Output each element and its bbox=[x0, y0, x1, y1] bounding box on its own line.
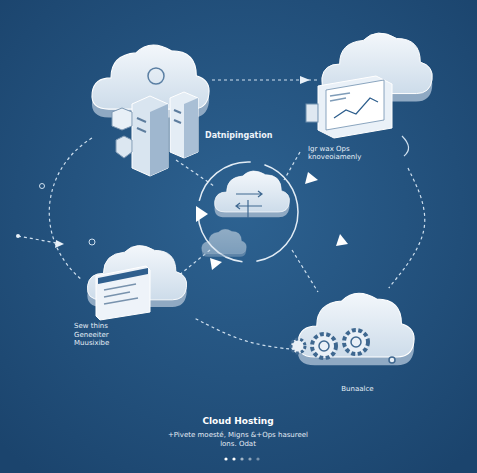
refresh-arrow bbox=[402, 136, 409, 156]
window bbox=[96, 266, 150, 320]
dashed-line bbox=[49, 138, 92, 280]
title-bar bbox=[98, 268, 148, 284]
arrowhead bbox=[336, 234, 348, 246]
monitor-frame bbox=[318, 76, 392, 138]
dashed-connector bbox=[389, 168, 425, 288]
dot bbox=[232, 457, 235, 460]
arrowheads bbox=[16, 76, 310, 248]
cloud-node: Sew thins Geneeiter Muusixibe bbox=[68, 240, 195, 352]
user-icon bbox=[148, 68, 164, 84]
cloud-shadow bbox=[202, 229, 246, 256]
dashed-line bbox=[284, 152, 300, 180]
caption: +Pivete moesté, Migns &+Ops hasureel lon… bbox=[163, 431, 313, 449]
monitor bbox=[306, 76, 392, 138]
dashed-connector bbox=[195, 318, 295, 349]
dashed-line bbox=[18, 236, 62, 244]
cloud-label: Sew thins Geneeiter Muusixibe bbox=[74, 322, 138, 348]
shield-icon bbox=[116, 136, 132, 158]
server-rack bbox=[112, 92, 198, 176]
cloud-label: Igr wax Ops knoveoiamenly bbox=[308, 145, 388, 163]
arrowhead bbox=[196, 206, 208, 222]
diagram-label: Datnipingation bbox=[205, 131, 272, 140]
cloud-node: Bunaalce bbox=[295, 288, 420, 400]
arrowhead bbox=[55, 240, 64, 248]
gear bbox=[344, 330, 368, 354]
server-side bbox=[150, 104, 168, 176]
screen-lines bbox=[330, 93, 350, 101]
text-lines bbox=[104, 284, 138, 304]
dot bbox=[240, 457, 243, 460]
cloud-node: Igr wax Ops knoveoiamenly bbox=[298, 28, 433, 168]
arrowhead bbox=[300, 76, 310, 84]
pager-dots bbox=[224, 457, 259, 460]
title: Cloud Hosting bbox=[138, 416, 338, 426]
device bbox=[112, 108, 132, 130]
gear-hub bbox=[319, 341, 329, 351]
server bbox=[132, 96, 168, 176]
server bbox=[170, 92, 198, 158]
arrowhead bbox=[210, 258, 222, 270]
gear-hub bbox=[351, 337, 361, 347]
ring bbox=[198, 162, 298, 262]
chart-line bbox=[334, 98, 378, 118]
phone bbox=[306, 104, 318, 122]
dot bbox=[89, 239, 95, 245]
dot bbox=[40, 184, 45, 189]
dashed-line bbox=[292, 250, 318, 292]
cloud bbox=[215, 171, 290, 217]
cloud bbox=[298, 293, 414, 365]
server-slots bbox=[137, 110, 181, 132]
server-side bbox=[184, 98, 198, 158]
transfer-arrows bbox=[236, 191, 262, 218]
dot bbox=[248, 457, 251, 460]
node-dot bbox=[389, 357, 395, 363]
cloud-label: Bunaalce bbox=[341, 385, 373, 394]
screen bbox=[326, 80, 384, 130]
gears bbox=[291, 330, 395, 363]
arrowhead bbox=[305, 172, 318, 184]
dot bbox=[16, 234, 20, 238]
gear bbox=[312, 334, 336, 358]
sync-ring bbox=[196, 162, 348, 270]
dot bbox=[224, 457, 227, 460]
gear bbox=[291, 339, 305, 353]
app-window bbox=[96, 266, 150, 320]
dot bbox=[256, 457, 259, 460]
